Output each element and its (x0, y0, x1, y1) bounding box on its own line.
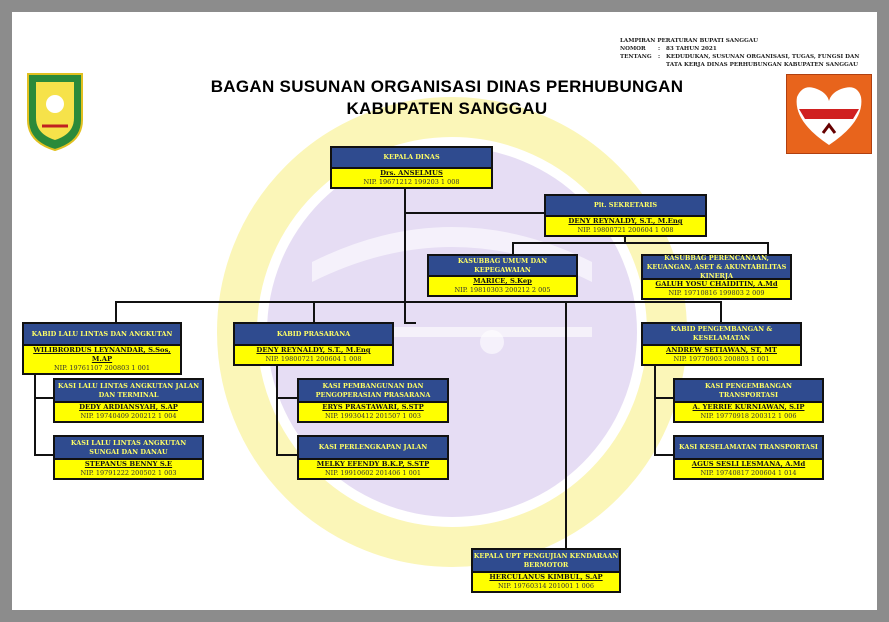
org-box-kasi-pembangunan: KASI PEMBANGUNAN DAN PENGOPERASIAN PRASA… (297, 378, 449, 423)
position-title: KASI PERLENGKAPAN JALAN (299, 437, 447, 460)
connector-line (565, 301, 567, 548)
connector-line (512, 242, 769, 244)
official-nip: NIP. 19761107 200803 1 001 (53, 364, 151, 372)
connector-line (767, 242, 769, 254)
official-name: HERCULANUS KIMBUL, S.AP (489, 573, 603, 581)
connector-line (654, 360, 656, 456)
separator: : (658, 54, 661, 60)
official-name: MARICE, S.Kep (473, 277, 532, 285)
official-name: AGUS SESLI LESMANA, A.Md (691, 460, 806, 468)
bumi-daranante-logo (786, 74, 872, 154)
org-box-kasi-llaj: KASI LALU LINTAS ANGKUTAN JALAN DAN TERM… (53, 378, 204, 423)
position-title: KASUBBAG UMUM DAN KEPEGAWAIAN (429, 256, 576, 277)
separator: : (658, 46, 661, 52)
official-nip: NIP. 19740409 200212 1 004 (80, 412, 177, 420)
connector-line (34, 397, 54, 399)
official-nip: NIP. 19740817 200604 1 014 (700, 469, 797, 477)
connector-line (276, 397, 298, 399)
position-title: KASI KESELAMATAN TRANSPORTASI (675, 437, 822, 460)
official-nip: NIP. 19770918 200312 1 006 (700, 412, 797, 420)
org-box-kasi-llasd: KASI LALU LINTAS ANGKUTAN SUNGAI DAN DAN… (53, 435, 204, 480)
official-name: Drs. ANSELMUS (380, 169, 443, 177)
tentang-value: KEDUDUKAN, SUSUNAN ORGANISASI, TUGAS, FU… (666, 54, 860, 68)
connector-line (115, 301, 722, 303)
official-nip: NIP. 19671212 199203 1 008 (363, 178, 460, 186)
position-title: Plt. SEKRETARIS (546, 196, 705, 217)
connector-line (404, 322, 416, 324)
official-name: STEPANUS BENNY S.E (84, 460, 173, 468)
connector-line (404, 185, 406, 324)
connector-line (313, 301, 315, 322)
official-nip: NIP. 19800721 200604 1 008 (577, 226, 674, 234)
connector-line (654, 454, 674, 456)
official-name: DEDY ARDIANSYAH, S.AP (79, 403, 178, 411)
connector-line (34, 360, 36, 456)
position-title: KASI PENGEMBANGAN TRANSPORTASI (675, 380, 822, 403)
position-title: KASI LALU LINTAS ANGKUTAN JALAN DAN TERM… (55, 380, 202, 403)
official-nip: NIP. 19710816 199803 2 009 (668, 289, 765, 297)
lampiran-text: LAMPIRAN PERATURAN BUPATI SANGGAU (620, 38, 759, 44)
tentang-label: TENTANG (620, 54, 652, 60)
connector-line (115, 301, 117, 322)
position-title: KEPALA UPT PENGUJIAN KENDARAAN BERMOTOR (473, 550, 619, 573)
official-nip: NIP. 19810303 200212 2 005 (454, 286, 551, 294)
official-name: DENY REYNALDY, S.T., M.Eng (568, 217, 683, 225)
official-nip: NIP. 19910602 201406 1 001 (324, 469, 422, 477)
connector-line (654, 397, 674, 399)
official-name: ANDREW SETIAWAN, ST, MT (666, 346, 777, 354)
position-title: KASI PEMBANGUNAN DAN PENGOPERASIAN PRASA… (299, 380, 447, 403)
official-name: A. YERRIE KURNIAWAN, S.IP (692, 403, 805, 411)
official-name: MELKY EFENDY B.K.P, S.STP (316, 460, 430, 468)
connector-line (404, 212, 544, 214)
regulation-reference: LAMPIRAN PERATURAN BUPATI SANGGAU NOMOR:… (620, 37, 876, 69)
official-name: WILIBRORDUS LEYNANDAR, S.Sos, M.AP (33, 346, 171, 363)
org-box-kasubbag-perencanaan: KASUBBAG PERENCANAAN, KEUANGAN, ASET & A… (641, 254, 792, 300)
official-nip: NIP. 19770903 200803 1 001 (673, 355, 770, 363)
official-name: ERYS PRASTAWARI, S.STP (322, 403, 424, 411)
position-title: KABID PRASARANA (235, 324, 392, 346)
official-nip: NIP. 19800721 200604 1 008 (265, 355, 362, 363)
connector-line (624, 234, 626, 244)
nomor-value: 83 TAHUN 2021 (666, 46, 717, 52)
nomor-label: NOMOR (620, 46, 646, 52)
official-nip: NIP. 19791222 200502 1 003 (80, 469, 177, 477)
connector-line (276, 360, 278, 456)
position-title: KABID LALU LINTAS DAN ANGKUTAN (24, 324, 180, 346)
connector-line (512, 242, 514, 254)
position-title: KASI LALU LINTAS ANGKUTAN SUNGAI DAN DAN… (55, 437, 202, 460)
connector-line (34, 454, 54, 456)
connector-line (276, 454, 298, 456)
official-name: GALUH YOSU CHAIDITIN, A.Md (655, 280, 778, 288)
connector-line (720, 301, 722, 322)
official-nip: NIP. 19760314 201001 1 006 (497, 582, 595, 590)
official-nip: NIP. 19930412 201507 1 003 (324, 412, 422, 420)
position-title: KASUBBAG PERENCANAAN, KEUANGAN, ASET & A… (643, 254, 790, 280)
official-name: DENY REYNALDY, S.T., M.Eng (256, 346, 371, 354)
chart-title-line1: BAGAN SUSUNAN ORGANISASI DINAS PERHUBUNG… (210, 77, 684, 96)
chart-title-line2: KABUPATEN SANGGAU (346, 99, 548, 118)
sanggau-regency-logo (24, 70, 86, 152)
org-chart-page: BAGAN SUSUNAN ORGANISASI DINAS PERHUBUNG… (12, 12, 877, 610)
position-title: KABID PENGEMBANGAN & KESELAMATAN (643, 324, 800, 346)
position-title: KEPALA DINAS (332, 148, 491, 169)
